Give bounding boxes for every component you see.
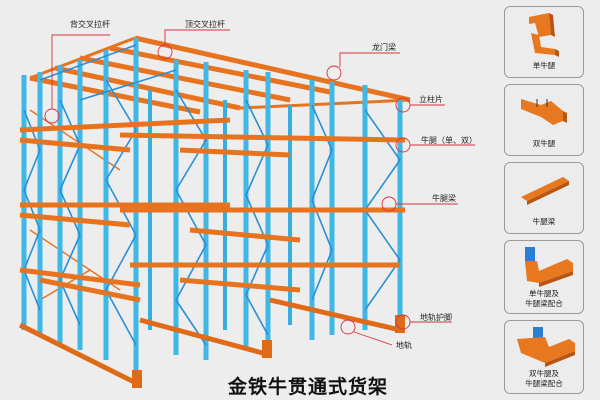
- component-panel-single-corbel-with-beam: 单牛腿及 牛腿梁配合: [504, 240, 584, 314]
- callout-upright-frame: 立柱片: [419, 95, 443, 104]
- callout-gantry-beam: 龙门梁: [372, 43, 396, 52]
- callout-floor-rail-guard: 地轨护脚: [420, 313, 452, 322]
- diagram-title: 金铁牛贯通式货架: [228, 376, 389, 398]
- component-panel-corbel-beam: 牛腿梁: [504, 162, 584, 234]
- callout-top-cross-brace: 顶交叉拉杆: [185, 20, 225, 29]
- callout-corbel: 牛腿（单、双）: [421, 136, 477, 145]
- corbel-beam-caption: 牛腿梁: [532, 217, 556, 226]
- callout-back-cross-brace: 背交叉拉杆: [70, 20, 110, 29]
- single-corbel-with-beam-icon: [525, 247, 573, 287]
- gantry-beams: [29, 35, 411, 115]
- component-panel-double-corbel-with-beam: 双牛腿及 牛腿梁配合: [504, 320, 584, 394]
- corbel-rail-beams: [19, 117, 406, 303]
- single-corbel-caption: 单牛腿: [532, 61, 556, 70]
- callout-floor-rail: 地轨: [396, 341, 412, 350]
- floor-rails: [18, 297, 405, 388]
- corbel-beam-icon: [521, 177, 569, 205]
- single-corbel-icon: [529, 13, 559, 57]
- callout-corbel-rail-beam: 牛腿梁: [432, 194, 456, 203]
- callout-markers: [44, 29, 475, 346]
- single-corbel-with-beam-caption: 单牛腿及 牛腿梁配合: [525, 289, 563, 308]
- double-corbel-icon: [521, 99, 567, 125]
- component-panel-single-corbel: 单牛腿: [504, 6, 584, 78]
- double-corbel-with-beam-caption: 双牛腿及 牛腿梁配合: [525, 369, 563, 388]
- double-corbel-caption: 双牛腿: [532, 139, 556, 148]
- component-panel-double-corbel: 双牛腿: [504, 84, 584, 156]
- double-corbel-with-beam-icon: [517, 327, 575, 367]
